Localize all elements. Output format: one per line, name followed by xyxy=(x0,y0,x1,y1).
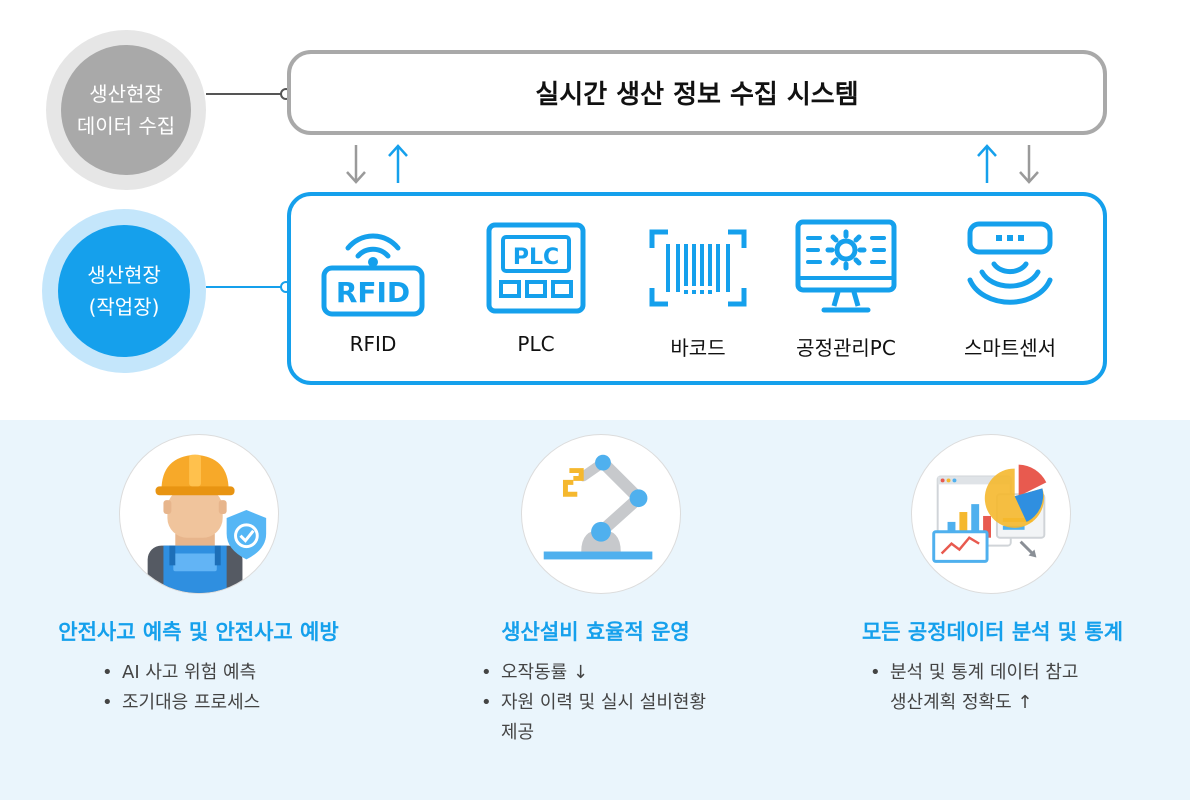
device-process-pc: 공정관리PC xyxy=(771,218,921,361)
device-label-plc: PLC xyxy=(517,332,555,356)
realtime-system-box: 실시간 생산 정보 수집 시스템 xyxy=(287,50,1107,135)
feature-equipment-bullet-1: 오작동률 ↓ xyxy=(477,658,706,688)
feature-analytics-bullets: 분석 및 통계 데이터 참고 생산계획 정확도 ↑ xyxy=(866,658,1079,718)
system-title: 실시간 생산 정보 수집 시스템 xyxy=(535,80,859,110)
feature-analytics-bullet-1-cont: 생산계획 정확도 ↑ xyxy=(890,692,1033,713)
device-connector-line xyxy=(206,286,286,288)
worksite-circle: 생산현장 (작업장) xyxy=(42,209,206,373)
device-label-smart-sensor: 스마트센서 xyxy=(964,336,1056,360)
rfid-icon-text: RFID xyxy=(336,276,410,309)
system-connector-line xyxy=(206,93,286,95)
analytics-dashboard-icon xyxy=(932,464,1047,563)
monitor-gear-icon xyxy=(795,219,897,313)
data-collection-line2: 데이터 수집 xyxy=(76,114,176,138)
right-flow-arrows xyxy=(975,143,1041,185)
worksite-inner: 생산현장 (작업장) xyxy=(58,225,190,357)
left-flow-arrows xyxy=(344,143,410,185)
feature-equipment-icon-circle xyxy=(521,434,681,594)
feature-analytics-title: 모든 공정데이터 분석 및 통계 xyxy=(861,620,1124,644)
barcode-icon xyxy=(649,229,747,307)
up-arrow-icon xyxy=(977,144,997,183)
worksite-line2: (작업장) xyxy=(88,295,160,319)
device-smart-sensor: 스마트센서 xyxy=(935,218,1085,361)
device-rfid: RFID RFID xyxy=(298,218,448,356)
up-arrow-icon xyxy=(388,144,408,183)
plc-icon: PLC xyxy=(486,222,586,314)
features-section: 안전사고 예측 및 안전사고 예방 AI 사고 위험 예측 조기대응 프로세스 … xyxy=(0,420,1190,800)
worksite-line1: 생산현장 xyxy=(87,263,161,287)
device-plc: PLC PLC xyxy=(461,218,611,356)
data-collection-inner: 생산현장 데이터 수집 xyxy=(61,45,191,175)
device-label-rfid: RFID xyxy=(349,332,397,356)
device-barcode: 바코드 xyxy=(623,218,773,361)
feature-equipment-bullet-2: 자원 이력 및 실시 설비현황 xyxy=(477,688,706,718)
device-label-process-pc: 공정관리PC xyxy=(796,336,896,360)
feature-analytics-icon-circle xyxy=(911,434,1071,594)
smart-sensor-icon xyxy=(967,221,1053,305)
feature-equipment-title: 생산설비 효율적 운영 xyxy=(501,620,690,644)
data-collection-line1: 생산현장 xyxy=(89,82,163,106)
rfid-icon: RFID xyxy=(321,233,425,317)
down-arrow-icon xyxy=(1019,145,1039,184)
data-collection-circle: 생산현장 데이터 수집 xyxy=(46,30,206,190)
worker-shield-icon xyxy=(147,454,267,593)
feature-safety-icon-circle xyxy=(119,434,279,594)
device-box: RFID RFID PLC PLC xyxy=(287,192,1107,385)
feature-equipment-bullets: 오작동률 ↓ 자원 이력 및 실시 설비현황 제공 xyxy=(477,658,706,748)
feature-equipment-bullet-2-cont: 제공 xyxy=(501,722,535,743)
feature-safety-bullet-2: 조기대응 프로세스 xyxy=(98,688,260,718)
feature-safety-title: 안전사고 예측 및 안전사고 예방 xyxy=(58,620,339,644)
down-arrow-icon xyxy=(346,145,366,184)
plc-icon-text: PLC xyxy=(513,245,559,270)
robot-arm-icon xyxy=(543,454,653,560)
device-label-barcode: 바코드 xyxy=(670,336,726,360)
feature-analytics-bullet-1: 분석 및 통계 데이터 참고 xyxy=(866,658,1079,688)
feature-safety-bullets: AI 사고 위험 예측 조기대응 프로세스 xyxy=(98,658,260,718)
feature-safety-bullet-1: AI 사고 위험 예측 xyxy=(98,658,260,688)
